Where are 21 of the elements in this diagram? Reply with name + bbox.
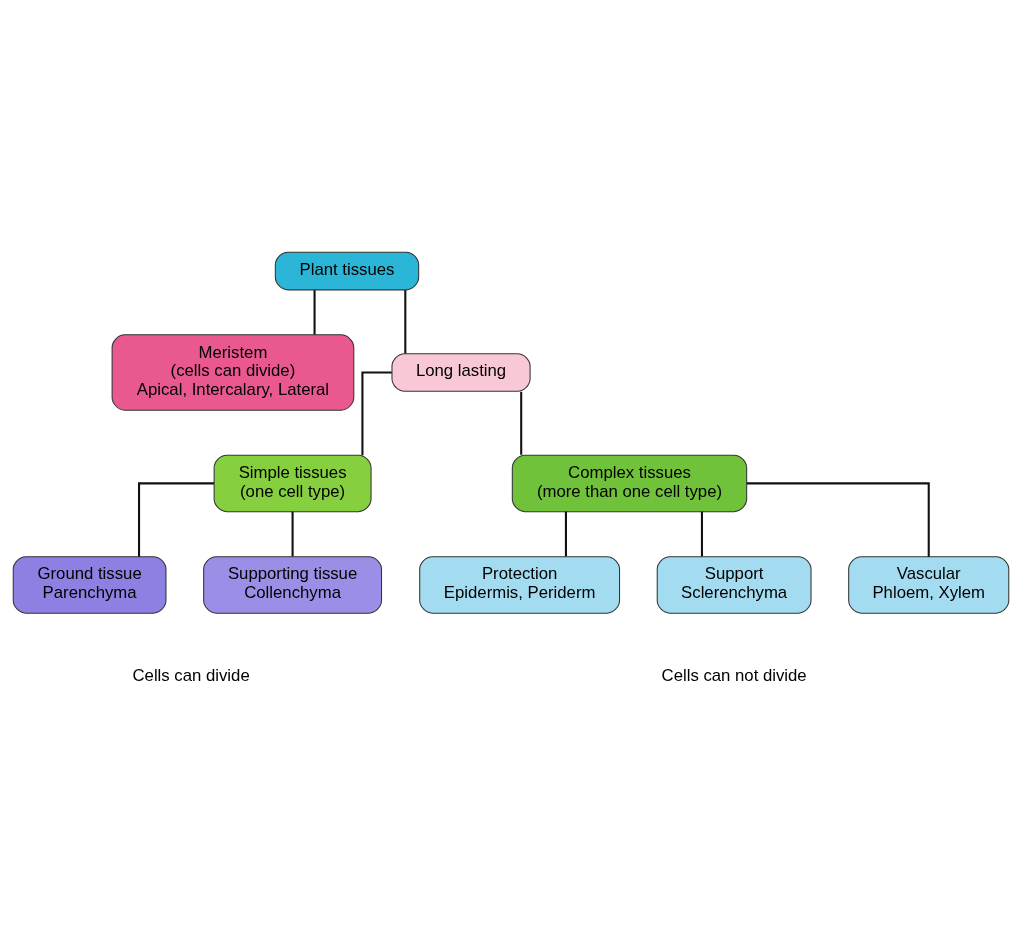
connector (700, 511, 703, 556)
connector (520, 391, 523, 455)
connector (404, 289, 407, 353)
label: Cells can not divide (661, 665, 807, 685)
node-box: Meristem (cells can divide) Apical, Intercalary, Lateral (111, 333, 355, 411)
node-box: Protection Epidermis, Periderm (419, 555, 621, 614)
label: Cells can divide (132, 665, 250, 685)
connector (313, 289, 316, 335)
connector (138, 481, 214, 557)
connector (564, 511, 567, 556)
node-box: Vascular Phloem, Xylem (848, 555, 1010, 614)
node-box: Plant tissues (274, 251, 420, 290)
connector (746, 481, 930, 557)
node-box: Complex tissues (more than one cell type) (511, 454, 748, 512)
node-box: Simple tissues (one cell type) (213, 454, 372, 512)
node-box: Long lasting (391, 352, 531, 392)
node-box: Support Sclerenchyma (656, 555, 812, 614)
connector (291, 511, 294, 556)
node-box: Supporting tissue Collenchyma (203, 555, 383, 614)
node-box: Ground tissue Parenchyma (12, 555, 167, 614)
connector (361, 370, 392, 455)
